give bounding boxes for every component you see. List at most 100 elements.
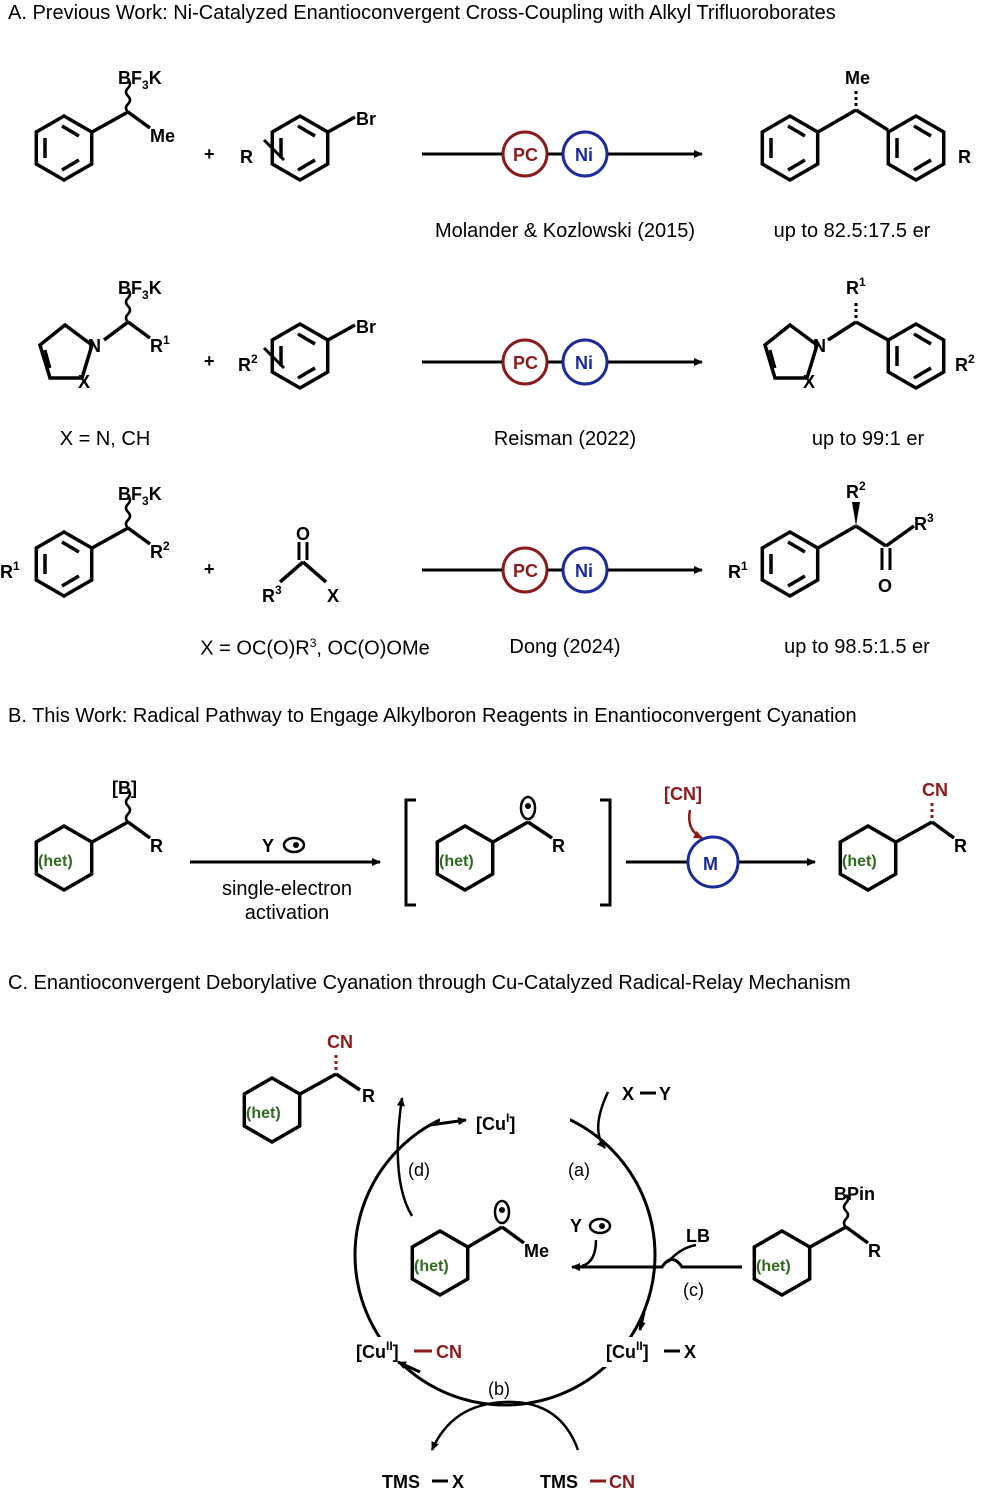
- x-definition-row3: X = OC(O)R3, OC(O)OMe: [200, 636, 430, 660]
- y-label: Y: [262, 836, 274, 856]
- ref-reisman: Reisman (2022): [493, 428, 637, 450]
- row1-reactant-trifluoroborate: BF3K Me: [34, 68, 175, 182]
- ni-label: Ni: [575, 145, 593, 165]
- tms-x-x: X: [452, 1472, 464, 1492]
- cn-label-b: CN: [922, 780, 948, 800]
- het-label-2: (het): [439, 853, 474, 870]
- row2-reactant-azole: N X BF3K R1: [37, 278, 170, 392]
- x-definition-row2: X = N, CH: [59, 428, 151, 450]
- c-radical-intermediate: (het) Me: [410, 1199, 549, 1297]
- x-y-x: X: [622, 1084, 634, 1104]
- oxygen-label: O: [296, 524, 310, 544]
- c-reactant-bpin: (het) BPin R: [752, 1184, 881, 1297]
- r-label-product: R: [958, 147, 971, 167]
- bromine-label: Br: [356, 109, 376, 129]
- row1-product: Me R: [760, 68, 971, 182]
- cn-label-c: CN: [327, 1032, 353, 1052]
- row1-aryl-bromide: Br R: [240, 109, 376, 182]
- cn-label-cu: CN: [436, 1342, 462, 1362]
- r-label-b: R: [150, 836, 163, 856]
- row2-catalysts: PC Ni: [501, 338, 609, 386]
- r1-label: R1: [150, 333, 170, 356]
- bf3k-label: BF3K: [118, 68, 162, 92]
- x-label-3: X: [327, 586, 339, 606]
- r2-label-product-3: R2: [846, 479, 866, 502]
- row2-product: N X R1 R2: [762, 275, 975, 392]
- step-d-label: (d): [408, 1160, 430, 1180]
- bf3k-label-2: BF3K: [118, 278, 162, 302]
- er-row1: up to 82.5:17.5 er: [773, 220, 931, 242]
- cu-ii-cn-species: [CuII] CN: [356, 1339, 462, 1362]
- activation-label-2: activation: [244, 902, 330, 924]
- cu-i-label: [CuI]: [476, 1111, 515, 1134]
- cu-i-species: [CuI]: [476, 1111, 515, 1134]
- y-radical-label: Y: [570, 1216, 582, 1236]
- r1-label-product: R1: [846, 275, 866, 298]
- tms-x-label: TMS: [382, 1472, 420, 1492]
- y-radical: Y: [262, 836, 306, 856]
- r-label-c3: R: [362, 1086, 375, 1106]
- step-c-label: (c): [683, 1280, 704, 1300]
- x-y-y: Y: [659, 1084, 671, 1104]
- lb-label: LB: [686, 1226, 710, 1246]
- bromine-label-2: Br: [356, 317, 376, 337]
- bpin-label: BPin: [834, 1184, 875, 1204]
- pc-label: PC: [513, 145, 538, 165]
- b-product-nitrile: (het) CN R: [838, 780, 967, 892]
- r3-label: R3: [262, 583, 282, 606]
- boron-label: [B]: [112, 778, 137, 798]
- het-label: (het): [38, 853, 73, 870]
- b-reactant-alkylboron: (het) [B] R: [34, 778, 163, 892]
- tms-cn-cn: CN: [609, 1472, 635, 1492]
- r2-label-product: R2: [955, 352, 975, 375]
- m-label: M: [703, 854, 718, 874]
- het-label-3: (het): [842, 853, 877, 870]
- het-label-c2: (het): [756, 1258, 791, 1275]
- het-label-c3: (het): [246, 1105, 281, 1122]
- cn-bracket-label: [CN]: [664, 784, 702, 804]
- methyl-label-product: Me: [845, 68, 870, 88]
- c-product-nitrile: (het) CN R: [242, 1032, 375, 1144]
- oxygen-label-product: O: [878, 576, 892, 596]
- methyl-label: Me: [150, 126, 175, 146]
- r-label: R: [240, 147, 253, 167]
- x-label: X: [78, 372, 90, 392]
- ni-label-2: Ni: [575, 353, 593, 373]
- bf3k-label-3: BF3K: [118, 484, 162, 508]
- cu-ii-cn-label: [CuII]: [356, 1339, 399, 1362]
- x-label-cu: X: [684, 1342, 696, 1362]
- r2-label-3: R2: [150, 539, 170, 562]
- r3-label-product: R3: [914, 511, 934, 534]
- row3-product: R1 R2 O R3: [728, 479, 934, 598]
- step-d: (d): [396, 1097, 430, 1217]
- plus-sign-2: +: [204, 351, 215, 371]
- step-b-label: (b): [488, 1379, 510, 1399]
- section-a-title: A. Previous Work: Ni-Catalyzed Enantioco…: [8, 2, 836, 24]
- er-row3: up to 98.5:1.5 er: [784, 636, 930, 658]
- r1-label-3: R1: [0, 559, 20, 582]
- row2-aryl-bromide: Br R2: [238, 317, 376, 390]
- pc-label-3: PC: [513, 561, 538, 581]
- activation-label-1: single-electron: [221, 878, 353, 900]
- step-a: X Y (a) Y: [568, 1084, 671, 1236]
- pc-label-2: PC: [513, 353, 538, 373]
- plus-sign: +: [204, 144, 215, 164]
- step-a-label: (a): [568, 1160, 590, 1180]
- row3-acyl-electrophile: O R3 X: [262, 524, 339, 606]
- ref-dong: Dong (2024): [509, 636, 621, 658]
- het-label-c1: (het): [414, 1258, 449, 1275]
- row1-catalysts: PC Ni: [501, 130, 609, 178]
- nitrogen-label-product: N: [813, 336, 826, 356]
- er-row2: up to 99:1 er: [811, 428, 925, 450]
- r-label-b-product: R: [954, 836, 967, 856]
- section-b-title: B. This Work: Radical Pathway to Engage …: [8, 705, 857, 727]
- row3-reactant-trifluoroborate: BF3K R2 R1: [0, 484, 170, 598]
- cu-ii-x-label: [CuII]: [606, 1339, 649, 1362]
- row3-catalysts: PC Ni: [501, 546, 609, 594]
- ni-label-3: Ni: [575, 561, 593, 581]
- cu-ii-x-species: [CuII] X: [606, 1339, 696, 1362]
- plus-sign-3: +: [204, 559, 215, 579]
- r2-label: R2: [238, 352, 258, 375]
- step-b: (b) TMS X TMS CN: [382, 1379, 635, 1492]
